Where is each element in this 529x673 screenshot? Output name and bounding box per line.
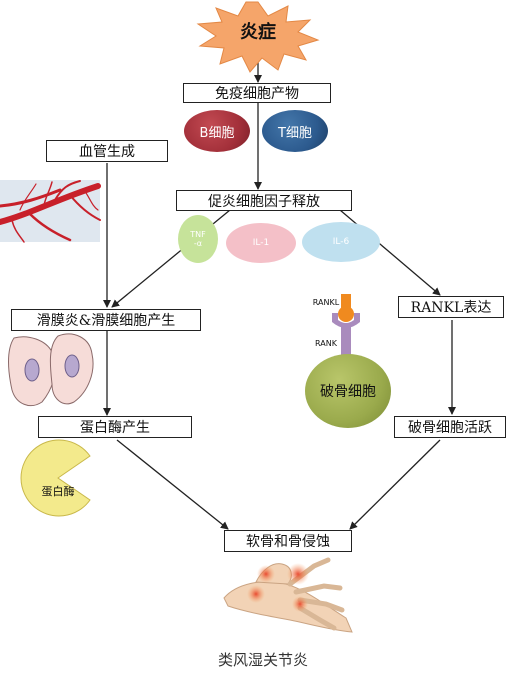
tnf-label-line1: TNF <box>190 230 206 239</box>
immune-products-box: 免疫细胞产物 <box>183 83 331 103</box>
erosion-box: 软骨和骨侵蚀 <box>224 530 352 552</box>
b-cell: B细胞 <box>184 110 250 152</box>
osteoclast-label: 破骨细胞 <box>320 384 376 400</box>
il1-cytokine: IL-1 <box>226 223 296 263</box>
il6-cytokine: IL-6 <box>302 222 380 262</box>
finger-4 <box>297 605 337 631</box>
synovitis-box: 滑膜炎&滑膜细胞产生 <box>11 309 201 331</box>
il6-label: IL-6 <box>332 237 350 247</box>
caption: 类风湿关节炎 <box>217 650 308 669</box>
rankl-ligand-stem <box>341 294 351 308</box>
finger-2 <box>293 583 343 595</box>
inflammation-title: 炎症 <box>240 22 276 43</box>
finger-3 <box>297 597 345 613</box>
rank-receptor-cup <box>332 313 360 328</box>
osteoclast-active-box: 破骨细胞活跃 <box>394 416 506 438</box>
synovial-nucleus-2 <box>64 354 80 378</box>
il1-label: IL-1 <box>252 238 270 248</box>
osteoclast-cell: 破骨细胞 <box>305 354 391 428</box>
arrow-protease-to-erosion <box>116 439 229 530</box>
synovial-nucleus-1 <box>24 358 40 382</box>
tnf-label-line2: -α <box>193 239 203 248</box>
b-cell-label: B细胞 <box>199 125 235 141</box>
tnf-cytokine: TNF -α <box>178 215 218 263</box>
rankl-ligand-head <box>338 306 354 322</box>
inflammation-starburst <box>196 1 320 73</box>
rankl-expression-box: RANKL表达 <box>398 296 504 318</box>
cytokine-release-box: 促炎细胞因子释放 <box>176 190 352 211</box>
rankl-label: RANKL <box>312 297 340 307</box>
t-cell: T细胞 <box>262 110 328 152</box>
rank-receptor-stem <box>341 326 351 360</box>
angiogenesis-box: 血管生成 <box>46 140 168 162</box>
protease-pacman <box>20 439 91 517</box>
protease-label: 蛋白酶 <box>41 485 75 498</box>
protease-production-box: 蛋白酶产生 <box>38 416 192 438</box>
arrow-osteoclast-to-erosion <box>349 439 441 530</box>
rank-label: RANK <box>315 338 337 348</box>
t-cell-label: T细胞 <box>278 125 312 141</box>
